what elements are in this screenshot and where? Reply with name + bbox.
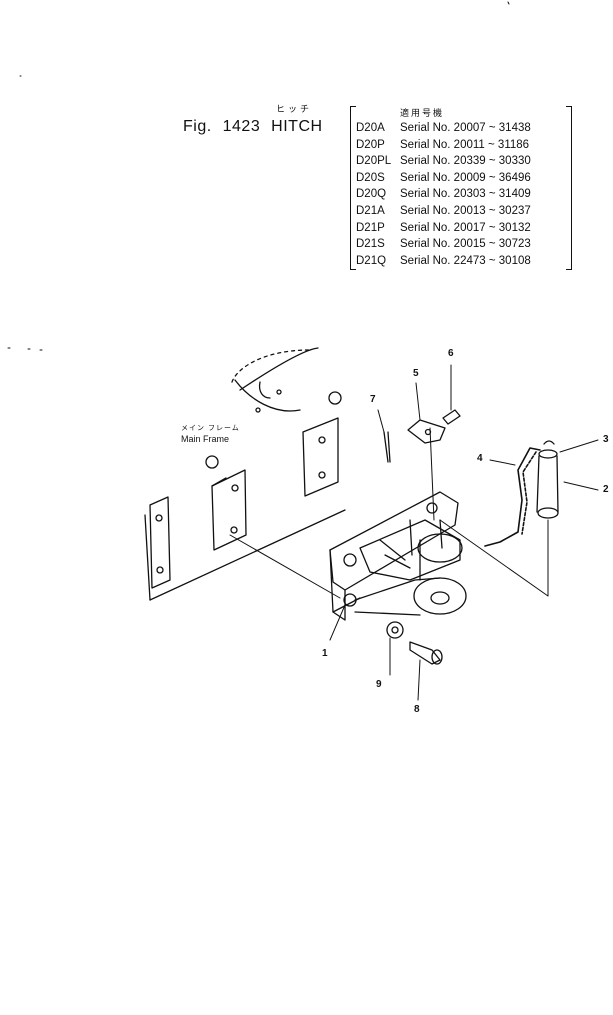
cotter-pin	[383, 431, 391, 463]
callout-6: 6	[448, 348, 454, 359]
bolt-6	[442, 409, 461, 425]
callout-9: 9	[376, 679, 382, 690]
model-code: D21S	[356, 238, 385, 251]
serial-row: D21Q Serial No. 22473 ~ 30108	[356, 253, 531, 270]
main-frame	[144, 347, 346, 601]
serial-row: D20A Serial No. 20007 ~ 31438	[356, 120, 531, 137]
serial-row: D21S Serial No. 20015 ~ 30723	[356, 236, 531, 253]
serial-row: D21A Serial No. 20013 ~ 30237	[356, 203, 531, 220]
serial-range: Serial No. 22473 ~ 30108	[400, 254, 531, 267]
serial-range: Serial No. 20009 ~ 36496	[400, 171, 531, 184]
callout-1: 1	[322, 648, 328, 659]
chain	[484, 447, 541, 547]
serial-applicability-table: 適用号機 D20A Serial No. 20007 ~ 31438 D20P Se…	[350, 104, 572, 270]
serial-range: Serial No. 20303 ~ 31409	[400, 188, 531, 201]
model-code: D20Q	[356, 188, 387, 201]
callout-4: 4	[477, 453, 483, 464]
model-code: D20P	[356, 138, 385, 151]
right-bracket	[566, 106, 572, 270]
serial-range: Serial No. 20015 ~ 30723	[400, 238, 531, 251]
chain-grip	[536, 440, 559, 519]
main-frame-label-kana: メイン フレーム	[181, 425, 240, 432]
main-frame-label: メイン フレーム Main Frame	[181, 424, 240, 444]
serial-row: D20S Serial No. 20009 ~ 36496	[356, 170, 531, 187]
serial-table-header: 適用号機	[400, 108, 445, 118]
figure-title: Fig. 1423 HITCH	[183, 118, 329, 136]
leader-lines	[229, 364, 599, 701]
bolt-8	[409, 641, 443, 665]
serial-range: Serial No. 20013 ~ 30237	[400, 204, 531, 217]
serial-range: Serial No. 20017 ~ 30132	[400, 221, 531, 234]
figure-number: 1423	[222, 118, 261, 135]
hitch-bracket	[329, 491, 467, 621]
model-code: D20A	[356, 122, 385, 134]
washer	[386, 621, 404, 639]
serial-range: Serial No. 20339 ~ 30330	[400, 155, 531, 168]
serial-row: D20PL Serial No. 20339 ~ 30330	[356, 153, 531, 170]
callout-2: 2	[603, 484, 609, 495]
scan-specks	[7, 1, 510, 351]
callout-8: 8	[414, 704, 420, 715]
serial-row: D21P Serial No. 20017 ~ 30132	[356, 220, 531, 237]
serial-table-rows: D20A Serial No. 20007 ~ 31438 D20P Serial …	[356, 120, 531, 269]
model-code: D21P	[356, 221, 385, 234]
main-frame-label-text: Main Frame	[181, 434, 230, 444]
serial-range: Serial No. 20007 ~ 31438	[400, 122, 531, 134]
serial-row: D20P Serial No. 20011 ~ 31186	[356, 137, 531, 154]
model-code: D20S	[356, 171, 385, 184]
model-code: D21Q	[356, 254, 387, 267]
left-bracket	[350, 106, 356, 270]
callout-7: 7	[370, 394, 376, 405]
figure-title-kana: ヒッチ	[276, 104, 313, 114]
callout-5: 5	[413, 368, 419, 379]
serial-row: D20Q Serial No. 20303 ~ 31409	[356, 186, 531, 203]
figure-name: HITCH	[271, 118, 323, 135]
hitch-pin	[407, 419, 446, 444]
callout-3: 3	[603, 434, 609, 445]
serial-range: Serial No. 20011 ~ 31186	[400, 138, 530, 151]
model-code: D21A	[356, 204, 385, 217]
figure-label: Fig.	[183, 118, 212, 135]
model-code: D20PL	[356, 155, 392, 168]
